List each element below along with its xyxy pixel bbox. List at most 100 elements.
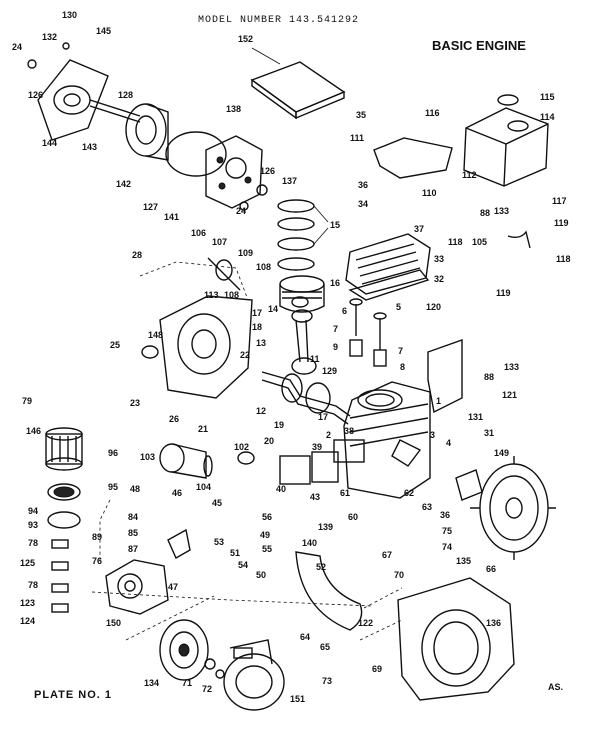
callout-43: 43 bbox=[310, 492, 320, 502]
callout-106a: 106 bbox=[191, 228, 206, 238]
callout-32: 32 bbox=[434, 274, 444, 284]
callout-96: 96 bbox=[108, 448, 118, 458]
callout-118a: 118 bbox=[448, 237, 463, 247]
governor-icon bbox=[207, 257, 241, 291]
callout-112: 112 bbox=[462, 170, 477, 180]
callout-7a: 7 bbox=[333, 324, 338, 334]
callout-24a: 24 bbox=[12, 42, 22, 52]
starter-cover-icon bbox=[27, 42, 141, 141]
callout-21: 21 bbox=[198, 424, 208, 434]
callout-116: 116 bbox=[425, 108, 440, 118]
recoil-starter-icon bbox=[223, 639, 285, 711]
callout-107: 107 bbox=[212, 237, 227, 247]
callout-60: 60 bbox=[348, 512, 358, 522]
piston-icon bbox=[279, 275, 325, 313]
callout-123: 123 bbox=[20, 598, 35, 608]
callout-74: 74 bbox=[442, 542, 452, 552]
callout-134: 134 bbox=[144, 678, 159, 688]
callout-105: 105 bbox=[472, 237, 487, 247]
muffler-icon bbox=[159, 443, 213, 479]
callout-94: 94 bbox=[28, 506, 38, 516]
callout-4: 4 bbox=[446, 438, 451, 448]
callout-5: 5 bbox=[396, 302, 401, 312]
callout-95: 95 bbox=[108, 482, 118, 492]
callout-14: 14 bbox=[268, 304, 278, 314]
starter-pulley-icon bbox=[159, 619, 225, 681]
piston-rings-icon bbox=[277, 199, 329, 271]
callout-23: 23 bbox=[130, 398, 140, 408]
cylinder-block-icon bbox=[333, 381, 431, 499]
callout-149: 149 bbox=[494, 448, 509, 458]
callout-113: 113 bbox=[204, 290, 219, 300]
callout-145: 145 bbox=[96, 26, 111, 36]
callout-111: 111 bbox=[350, 133, 364, 143]
callout-87: 87 bbox=[128, 544, 138, 554]
callout-129: 129 bbox=[322, 366, 337, 376]
callout-63: 63 bbox=[422, 502, 432, 512]
callout-26: 26 bbox=[169, 414, 179, 424]
gasket-icon bbox=[165, 131, 227, 177]
air-cleaner-icon bbox=[45, 427, 83, 613]
callout-61: 61 bbox=[340, 488, 350, 498]
callout-117: 117 bbox=[552, 196, 567, 206]
callout-36: 36 bbox=[358, 180, 368, 190]
callout-35: 35 bbox=[356, 110, 366, 120]
air-baffle-icon bbox=[427, 339, 463, 414]
carburetor-icon bbox=[105, 528, 191, 615]
callout-132: 132 bbox=[42, 32, 57, 42]
callout-131: 131 bbox=[468, 412, 483, 422]
bracket-icon bbox=[373, 137, 453, 179]
connecting-rod-icon bbox=[291, 309, 317, 375]
callout-126b: 126 bbox=[260, 166, 275, 176]
callout-73: 73 bbox=[322, 676, 332, 686]
callout-150: 150 bbox=[106, 618, 121, 628]
callout-126a: 126 bbox=[28, 90, 43, 100]
callout-108a: 108 bbox=[256, 262, 271, 272]
diagram-title: BASIC ENGINE bbox=[432, 38, 526, 53]
callout-114: 114 bbox=[540, 112, 555, 122]
callout-75: 75 bbox=[442, 526, 452, 536]
callout-3: 3 bbox=[430, 430, 435, 440]
callout-33: 33 bbox=[434, 254, 444, 264]
callout-137: 137 bbox=[282, 176, 297, 186]
callout-121: 121 bbox=[502, 390, 517, 400]
callout-8: 8 bbox=[400, 362, 405, 372]
shroud-icon bbox=[295, 551, 363, 631]
callout-48: 48 bbox=[130, 484, 140, 494]
callout-115a: 15 bbox=[330, 220, 340, 230]
callout-124: 124 bbox=[20, 616, 35, 626]
callout-144: 144 bbox=[42, 138, 57, 148]
callout-118b: 118 bbox=[556, 254, 571, 264]
callout-18: 18 bbox=[252, 322, 262, 332]
assembly-line bbox=[125, 595, 215, 641]
callout-78a: 78 bbox=[28, 538, 38, 548]
callout-89: 89 bbox=[92, 532, 102, 542]
callout-55: 55 bbox=[262, 544, 272, 554]
callout-146: 146 bbox=[26, 426, 41, 436]
callout-133a: 133 bbox=[494, 206, 509, 216]
callout-127: 127 bbox=[143, 202, 158, 212]
callout-50: 50 bbox=[256, 570, 266, 580]
fuel-line-icon bbox=[507, 230, 531, 249]
callout-67: 67 bbox=[382, 550, 392, 560]
callout-62: 62 bbox=[404, 488, 414, 498]
callout-46: 46 bbox=[172, 488, 182, 498]
callout-120: 120 bbox=[426, 302, 441, 312]
callout-71: 71 bbox=[182, 678, 192, 688]
crankcase-cover-icon bbox=[139, 261, 253, 399]
callout-78b: 78 bbox=[28, 580, 38, 590]
callout-88b: 88 bbox=[484, 372, 494, 382]
callout-142: 142 bbox=[116, 179, 131, 189]
callout-69: 69 bbox=[372, 664, 382, 674]
blower-housing-icon bbox=[359, 577, 515, 701]
callout-54: 54 bbox=[238, 560, 248, 570]
manual-icon bbox=[250, 47, 346, 120]
valves-icon bbox=[349, 298, 387, 367]
callout-122: 122 bbox=[358, 618, 373, 628]
callout-20: 20 bbox=[264, 436, 274, 446]
callout-93: 93 bbox=[28, 520, 38, 530]
callout-119a: 119 bbox=[554, 218, 569, 228]
